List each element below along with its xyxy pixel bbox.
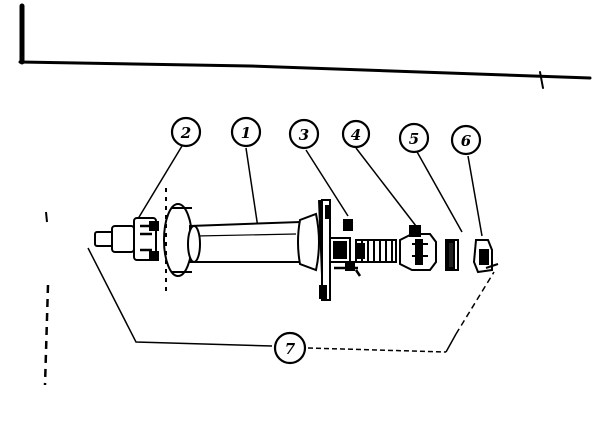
left-tick: [45, 211, 48, 223]
callout-2-circle: [170, 116, 202, 148]
callout-4-label: 4: [351, 126, 361, 144]
callout-2-label: 2: [180, 124, 191, 142]
callout-6-label: 6: [461, 132, 472, 150]
leader-5: [415, 149, 463, 233]
callout-layer: 2 1 3 4 5 6 7: [170, 116, 482, 365]
part-6-lock-nut: [472, 239, 499, 274]
callout-1-label: 1: [241, 124, 251, 142]
leader-4: [355, 147, 417, 227]
callout-7-circle: [273, 331, 307, 365]
right-flange: [297, 199, 331, 301]
callout-4-circle: [341, 119, 371, 149]
callout-2: 2: [170, 116, 202, 148]
callout-5: 5: [398, 122, 430, 154]
callout-3-label: 3: [299, 126, 309, 144]
part-2-end-cap: [94, 217, 159, 261]
left-flange: [163, 188, 193, 296]
callout-6: 6: [450, 124, 482, 156]
callout-3-circle: [288, 118, 320, 150]
part-5-plate: [445, 239, 459, 271]
leader-1: [245, 147, 259, 229]
callout-7-label: 7: [285, 340, 296, 358]
callout-4: 4: [341, 119, 371, 149]
page-border: [18, 3, 592, 89]
part-4-cone-nut: [399, 225, 437, 271]
leader-lines: [129, 145, 483, 237]
part-1-hub-body: [187, 220, 301, 263]
callout-5-label: 5: [409, 130, 419, 148]
spring: [355, 239, 397, 263]
callout-3: 3: [288, 118, 320, 150]
callout-7: 7: [273, 331, 307, 365]
callout-6-circle: [450, 124, 482, 156]
group-bracket: [87, 247, 495, 353]
callout-1: 1: [230, 116, 262, 148]
leader-6: [467, 155, 483, 237]
part-3-washer: [329, 219, 362, 277]
leader-3: [305, 149, 349, 217]
callout-1-circle: [230, 116, 262, 148]
callout-5-circle: [398, 122, 430, 154]
left-dashed-line: [43, 284, 50, 386]
